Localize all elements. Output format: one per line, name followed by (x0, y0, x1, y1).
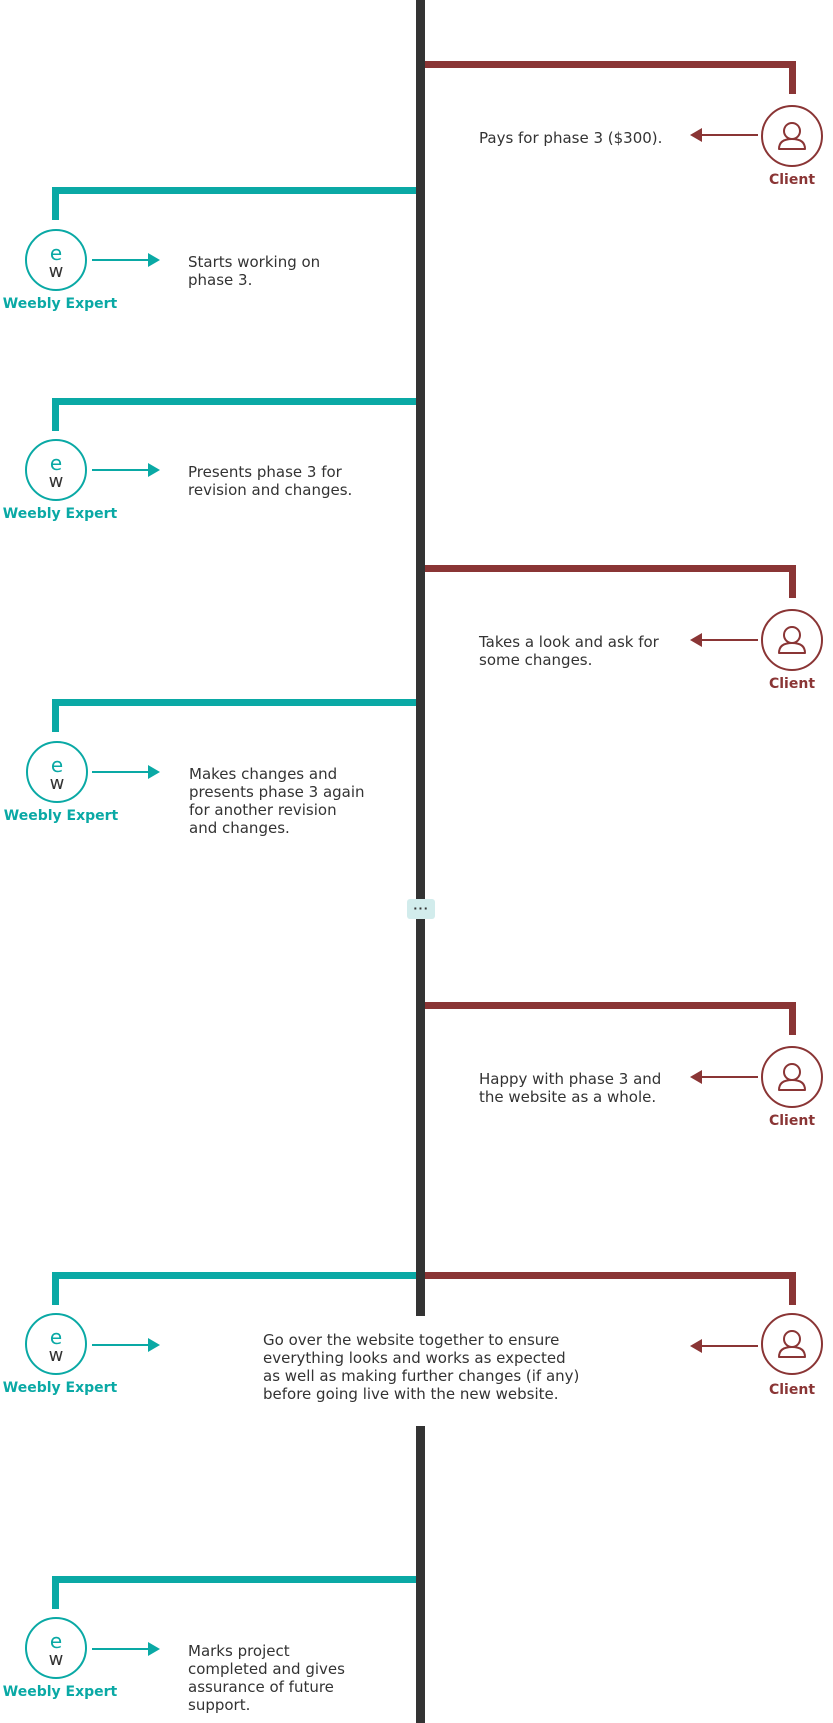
expert-avatar: e w (25, 439, 87, 501)
connector-vertical (789, 61, 796, 94)
arrow-right-icon (92, 765, 160, 779)
actor-label: Weebly Expert (2, 506, 118, 522)
connector-horizontal (425, 565, 796, 572)
expert-avatar: e w (25, 229, 87, 291)
connector-vertical-client (789, 1272, 796, 1305)
arrow-right-icon (92, 1338, 160, 1352)
connector-horizontal (52, 1576, 416, 1583)
svg-text:e: e (50, 241, 62, 265)
connector-vertical (52, 398, 59, 431)
weebly-expert-logo-icon: e w (49, 451, 64, 492)
actor-label: Client (768, 1113, 816, 1129)
step-description: Go over the website together to ensure e… (263, 1331, 580, 1403)
connector-vertical (52, 1576, 59, 1609)
arrow-right-icon (92, 463, 160, 477)
actor-label: Client (768, 1382, 816, 1398)
expert-avatar: e w (26, 741, 88, 803)
connector-horizontal-client (425, 1272, 796, 1279)
client-avatar (761, 1046, 823, 1108)
timeline-spine-lower (416, 1426, 425, 1723)
weebly-expert-logo-icon: e w (50, 753, 65, 794)
timeline-spine-upper (416, 0, 425, 1316)
actor-label: Weebly Expert (2, 296, 118, 312)
user-icon (778, 626, 806, 654)
svg-text:e: e (50, 451, 62, 475)
connector-vertical (789, 1002, 796, 1035)
step-description: Starts working on phase 3. (188, 253, 321, 289)
expert-avatar: e w (25, 1313, 87, 1375)
weebly-expert-logo-icon: e w (49, 1629, 64, 1670)
connector-vertical (52, 187, 59, 220)
connector-vertical (52, 699, 59, 732)
client-avatar (761, 609, 823, 671)
arrow-left-icon (690, 128, 758, 142)
connector-horizontal (425, 61, 796, 68)
actor-label: Client (768, 676, 816, 692)
step-description: Presents phase 3 for revision and change… (188, 463, 353, 499)
weebly-expert-logo-icon: e w (49, 1325, 64, 1366)
actor-label: Weebly Expert (2, 1380, 118, 1396)
user-icon (778, 1063, 806, 1091)
arrow-right-icon (92, 253, 160, 267)
connector-vertical (789, 565, 796, 598)
connector-vertical-expert (52, 1272, 59, 1305)
arrow-left-icon (690, 633, 758, 647)
svg-text:w: w (49, 471, 64, 492)
connector-horizontal (52, 699, 416, 706)
arrow-left-icon (690, 1070, 758, 1084)
svg-text:w: w (49, 1345, 64, 1366)
user-icon (778, 1330, 806, 1358)
step-description: Makes changes and presents phase 3 again… (189, 765, 365, 837)
user-icon (778, 122, 806, 150)
connector-horizontal (425, 1002, 796, 1009)
svg-text:e: e (50, 1325, 62, 1349)
arrow-right-icon (92, 1642, 160, 1656)
expand-more-button[interactable]: ··· (407, 899, 435, 919)
step-description: Pays for phase 3 ($300). (479, 129, 663, 147)
weebly-expert-logo-icon: e w (49, 241, 64, 282)
connector-horizontal (52, 187, 416, 194)
actor-label: Weebly Expert (3, 808, 119, 824)
actor-label: Weebly Expert (2, 1684, 118, 1700)
svg-text:e: e (51, 753, 63, 777)
svg-text:w: w (50, 773, 65, 794)
client-avatar (761, 105, 823, 167)
actor-label: Client (768, 172, 816, 188)
client-avatar (761, 1313, 823, 1375)
connector-horizontal (52, 398, 416, 405)
expert-avatar: e w (25, 1617, 87, 1679)
step-description: Takes a look and ask for some changes. (479, 633, 659, 669)
step-description: Marks project completed and gives assura… (188, 1642, 345, 1714)
arrow-left-icon (690, 1339, 758, 1353)
step-description: Happy with phase 3 and the website as a … (479, 1070, 662, 1106)
svg-text:e: e (50, 1629, 62, 1653)
connector-horizontal-expert (52, 1272, 416, 1279)
svg-text:w: w (49, 1649, 64, 1670)
svg-text:w: w (49, 261, 64, 282)
